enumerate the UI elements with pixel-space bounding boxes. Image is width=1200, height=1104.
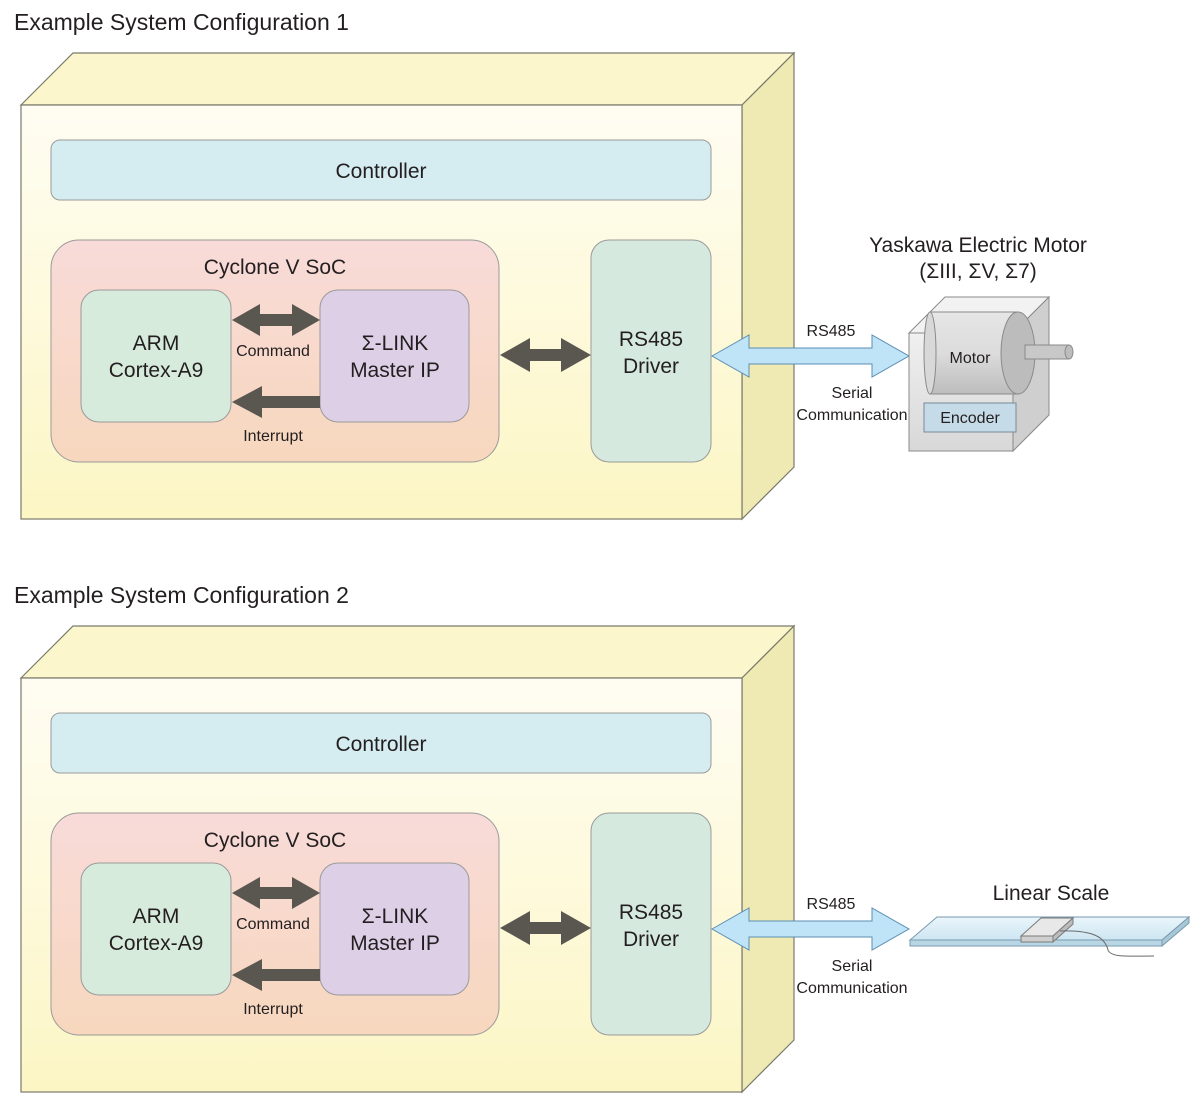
config-1-title: Example System Configuration 1: [14, 9, 349, 35]
controller-label: Controller: [335, 733, 426, 756]
command-arrow: [232, 877, 320, 909]
arm-label-line1: ARM: [133, 332, 180, 355]
motor-title-line1: Yaskawa Electric Motor: [869, 234, 1087, 257]
master-label-line1: Σ-LINK: [362, 905, 429, 928]
enclosure-side-face: [741, 51, 795, 521]
link-label-bottom2: Communication: [796, 980, 907, 997]
master-label-line1: Σ-LINK: [362, 332, 429, 355]
command-arrow: [232, 304, 320, 336]
arm-cortex-box: ARM Cortex-A9: [80, 289, 232, 423]
link-label-top: RS485: [807, 896, 856, 913]
sigma-link-master-box: Σ-LINK Master IP: [319, 289, 470, 423]
enclosure-top-face: [19, 52, 796, 106]
command-label: Command: [236, 916, 310, 933]
command-label: Command: [236, 343, 310, 360]
rs485-driver-box: RS485 Driver: [590, 239, 712, 463]
soc-title: Cyclone V SoC: [204, 829, 346, 852]
linear-scale: Linear Scale: [908, 882, 1191, 957]
arm-label-line2: Cortex-A9: [109, 932, 204, 955]
config-2-title: Example System Configuration 2: [14, 582, 349, 608]
link-label-bottom1: Serial: [832, 385, 873, 402]
link-label-bottom2: Communication: [796, 407, 907, 424]
driver-label-line2: Driver: [623, 928, 679, 951]
interrupt-label: Interrupt: [243, 1001, 303, 1018]
controller-box: Controller: [50, 712, 712, 774]
arm-cortex-box: ARM Cortex-A9: [80, 862, 232, 996]
arm-label-line1: ARM: [133, 905, 180, 928]
configuration-2: Example System Configuration 2 Controlle…: [14, 582, 1191, 1094]
arm-label-line2: Cortex-A9: [109, 359, 204, 382]
soc-title: Cyclone V SoC: [204, 256, 346, 279]
motor-label: Motor: [950, 350, 992, 367]
driver-label-line2: Driver: [623, 355, 679, 378]
link-label-top: RS485: [807, 323, 856, 340]
yaskawa-motor: Yaskawa Electric Motor (ΣIII, ΣV, Σ7) Mo…: [869, 234, 1087, 453]
configuration-1: Example System Configuration 1 Controlle…: [14, 9, 1087, 521]
controller-label: Controller: [335, 160, 426, 183]
rs485-link-arrow: [710, 907, 911, 951]
interrupt-arrow: [232, 959, 320, 991]
controller-box: Controller: [50, 139, 712, 201]
link-label-bottom1: Serial: [832, 958, 873, 975]
interrupt-label: Interrupt: [243, 428, 303, 445]
scale-title: Linear Scale: [993, 882, 1110, 905]
sigma-link-master-box: Σ-LINK Master IP: [319, 862, 470, 996]
driver-label-line1: RS485: [619, 328, 683, 351]
enclosure-side-face: [741, 624, 795, 1094]
rs485-driver-box: RS485 Driver: [590, 812, 712, 1036]
master-label-line2: Master IP: [350, 932, 440, 955]
soc-driver-arrow: [500, 911, 591, 945]
motor-shaft: [1024, 344, 1070, 360]
encoder-label: Encoder: [940, 410, 1000, 427]
master-label-line2: Master IP: [350, 359, 440, 382]
interrupt-arrow: [232, 386, 320, 418]
soc-driver-arrow: [500, 338, 591, 372]
encoder-box: [923, 402, 1017, 433]
scale-cable: [1059, 930, 1155, 957]
enclosure-top-face: [19, 625, 796, 679]
driver-label-line1: RS485: [619, 901, 683, 924]
motor-title-line2: (ΣIII, ΣV, Σ7): [919, 260, 1037, 283]
rs485-link-arrow: [710, 334, 911, 378]
